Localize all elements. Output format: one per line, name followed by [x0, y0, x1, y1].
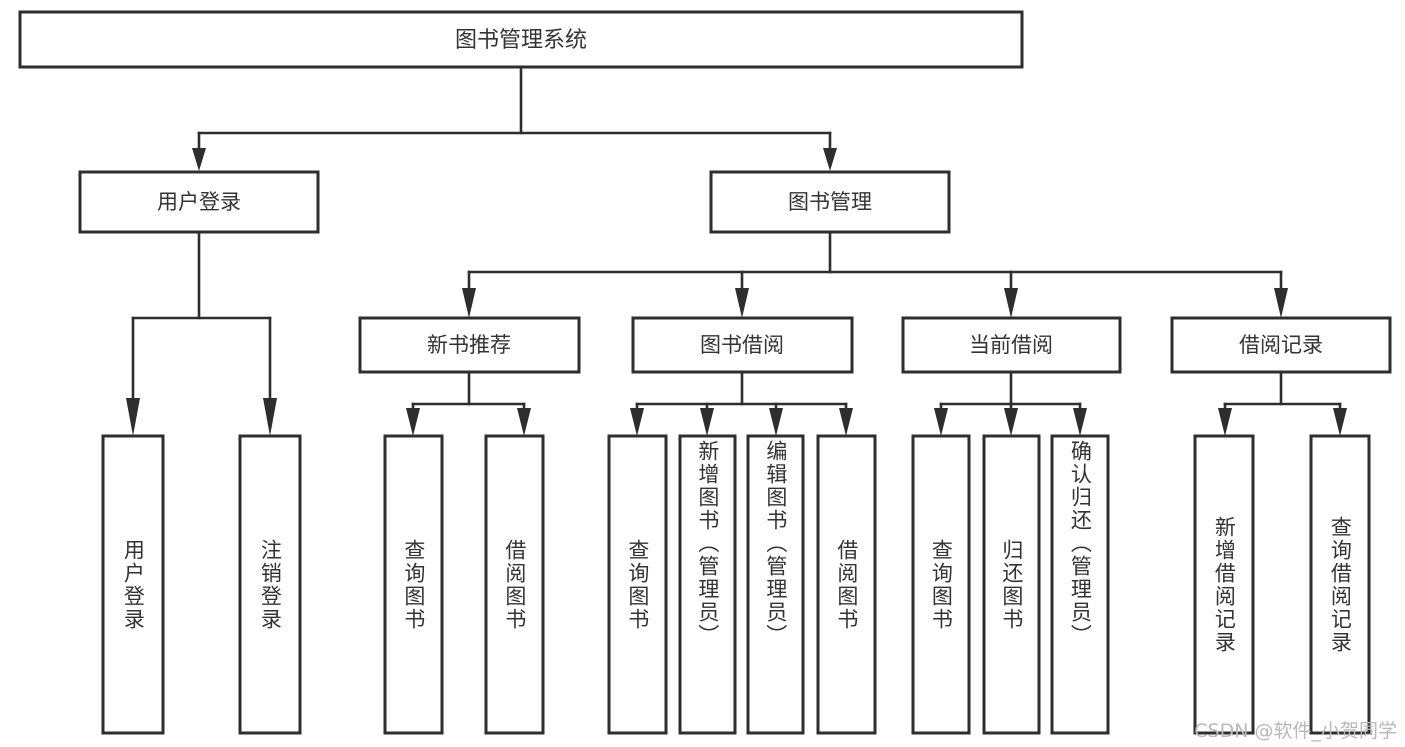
arrow-head-leaf-logout: [263, 398, 277, 436]
node-user-login-label: 用户登录: [157, 190, 241, 214]
node-new-book-recommend-label: 新书推荐: [427, 333, 511, 357]
node-borrow-record[interactable]: [1170, 316, 1392, 374]
leaf-user-login-login[interactable]: [101, 434, 165, 735]
node-book-management[interactable]: [709, 170, 951, 234]
arrow-head-currentborrow-leaf-3: [1073, 408, 1087, 436]
arrow-head-currentborrow-leaf-1: [934, 408, 948, 436]
leaf-current-borrow-query[interactable]: [911, 434, 971, 735]
node-current-borrow-label: 当前借阅: [969, 333, 1053, 357]
node-book-borrow-label: 图书借阅: [700, 333, 784, 357]
node-root-book-management-system[interactable]: [18, 10, 1024, 69]
leaf-user-login-logout[interactable]: [238, 434, 302, 735]
arrow-head-newbook-leaf-2: [517, 408, 531, 436]
arrow-head-currentborrow-leaf-2: [1004, 408, 1018, 436]
leaf-borrow-record-query[interactable]: [1309, 434, 1371, 735]
arrow-head-leaf-user-login: [126, 398, 140, 436]
arrow-head-bookborrow-leaf-3: [769, 408, 783, 436]
leaf-new-book-borrow[interactable]: [484, 434, 545, 735]
node-user-login[interactable]: [78, 170, 320, 234]
connector-layer: [126, 65, 1347, 436]
node-borrow-record-label: 借阅记录: [1239, 333, 1323, 357]
node-new-book-recommend[interactable]: [358, 316, 581, 374]
node-current-borrow[interactable]: [901, 316, 1122, 374]
leaf-book-borrow-borrow[interactable]: [816, 434, 877, 735]
arrow-head-bookborrow-leaf-1: [630, 408, 644, 436]
node-layer: 图书管理系统 用户登录 图书管理 新书推荐 图书借阅 当前借阅 借阅记录: [18, 10, 1392, 735]
csdn-watermark: CSDN @软件_小贺同学: [1194, 720, 1397, 742]
arrow-head-currentborrow: [1004, 288, 1018, 318]
node-book-management-label: 图书管理: [788, 190, 872, 214]
leaf-borrow-record-add[interactable]: [1193, 434, 1255, 735]
leaf-book-borrow-query[interactable]: [607, 434, 668, 735]
leaf-book-borrow-add[interactable]: [678, 434, 737, 735]
node-root-label: 图书管理系统: [455, 28, 587, 53]
leaf-current-borrow-confirm[interactable]: [1050, 434, 1110, 735]
arrow-head-newbook: [462, 288, 476, 318]
arrow-head-bookborrow: [735, 288, 749, 318]
leaf-book-borrow-edit[interactable]: [746, 434, 805, 735]
arrow-head-bookborrow-leaf-2: [700, 408, 714, 436]
arrow-head-newbook-leaf-1: [406, 408, 420, 436]
arrow-head-borrowrecord-leaf-1: [1218, 408, 1232, 436]
arrow-head-borrowrecord: [1274, 288, 1288, 318]
arrow-head-book-mgmt: [823, 148, 837, 171]
arrow-head-borrowrecord-leaf-2: [1333, 408, 1347, 436]
leaf-current-borrow-return[interactable]: [982, 434, 1041, 735]
leaf-new-book-query[interactable]: [383, 434, 444, 735]
arrow-head-bookborrow-leaf-4: [839, 408, 853, 436]
arrow-head-user-login: [192, 148, 206, 171]
node-book-borrow[interactable]: [631, 316, 854, 374]
